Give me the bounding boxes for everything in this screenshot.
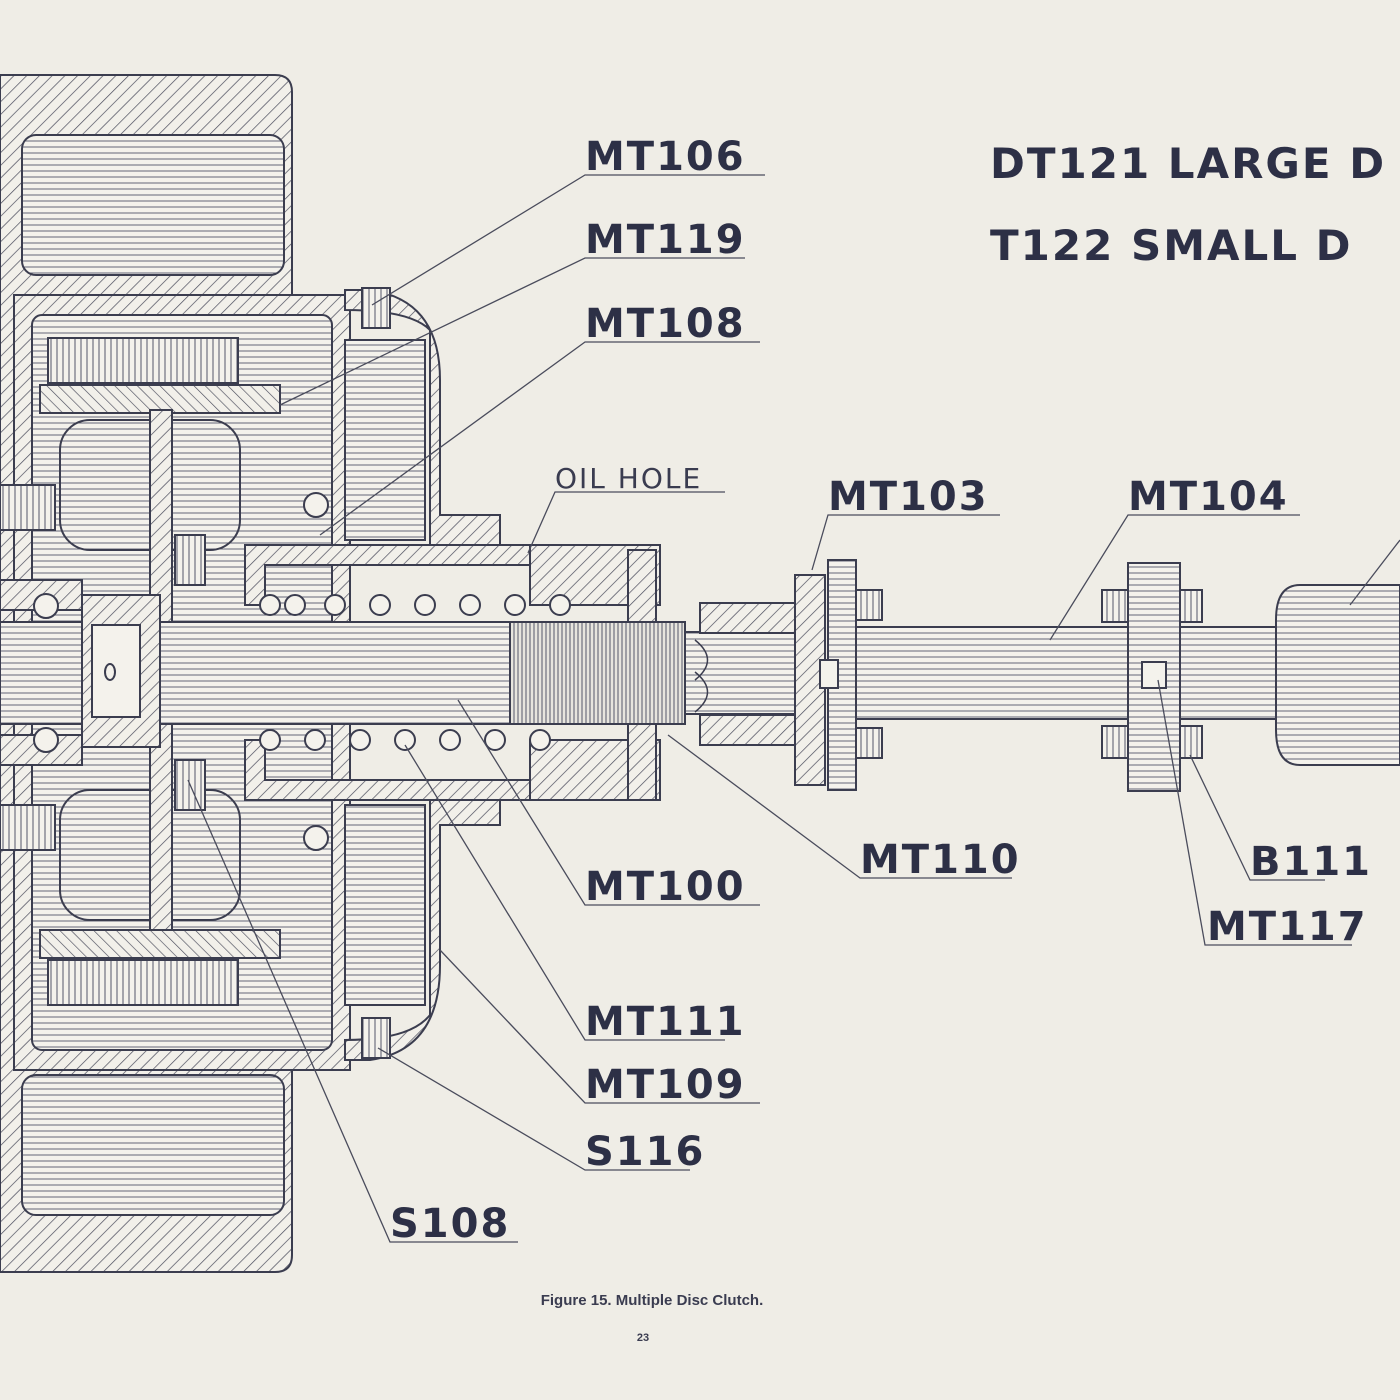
- figure-caption: Figure 15. Multiple Disc Clutch.: [541, 1292, 764, 1309]
- end-roller: [1275, 584, 1400, 766]
- flange-coupling-mt103: [699, 559, 883, 791]
- label-mt110: MT110: [860, 837, 1021, 883]
- coil-springs: [259, 594, 571, 751]
- hub-assembly: [0, 287, 391, 1059]
- drive-shaft: [855, 626, 1277, 720]
- cover-housing: [344, 289, 501, 1061]
- page-number: 23: [637, 1332, 649, 1344]
- label-mt117: MT117: [1207, 904, 1368, 950]
- label-mt108: MT108: [585, 301, 746, 347]
- label-mt109: MT109: [585, 1062, 746, 1108]
- label-mt111: MT111: [585, 999, 746, 1045]
- label-mt119: MT119: [585, 217, 746, 263]
- leader-lines: [187, 174, 1400, 1243]
- label-mt103: MT103: [828, 474, 989, 520]
- label-s108: S108: [390, 1201, 510, 1247]
- title-line-2: T122 SMALL D: [990, 221, 1353, 270]
- label-mt100: MT100: [585, 864, 746, 910]
- label-s116: S116: [585, 1129, 705, 1175]
- label-mt106: MT106: [585, 134, 746, 180]
- label-b111: B111: [1250, 839, 1372, 885]
- title-line-1: DT121 LARGE D: [990, 139, 1386, 188]
- label-mt104: MT104: [1128, 474, 1289, 520]
- label-oil-hole: OIL HOLE: [555, 462, 702, 495]
